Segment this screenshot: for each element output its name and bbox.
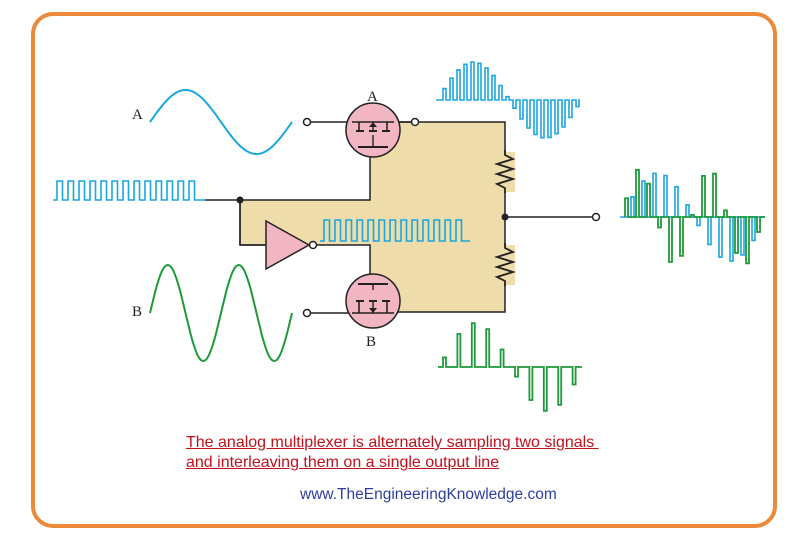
control-square-wave — [53, 180, 205, 201]
control-node — [236, 196, 244, 204]
inverter-gate — [265, 219, 311, 271]
wires — [205, 121, 592, 314]
input-b-terminal — [302, 308, 312, 318]
inverted-control-square-wave — [320, 219, 470, 242]
output-node — [501, 213, 509, 221]
website-url: www.TheEngineeringKnowledge.com — [300, 486, 557, 503]
caption-line-1: The analog multiplexer is alternately sa… — [186, 434, 599, 451]
resistor-bottom — [493, 243, 517, 286]
input-b-label: B — [132, 304, 142, 320]
inverter-bubble — [308, 240, 318, 250]
caption: The analog multiplexer is alternately sa… — [186, 433, 599, 473]
switch-a-label: A — [367, 89, 378, 105]
input-a-terminal — [302, 117, 312, 127]
caption-line-2: and interleaving them on a single output… — [186, 454, 500, 471]
sampled-signal-b-wave — [438, 322, 582, 412]
sampled-signal-a-wave — [436, 61, 580, 139]
resistor-top — [493, 150, 517, 193]
signal-a-sine-wave — [149, 89, 293, 155]
switch-b-label: B — [366, 334, 376, 350]
switch-a — [345, 102, 401, 158]
output-terminal — [591, 212, 601, 222]
signal-b-sine-wave — [149, 263, 293, 363]
input-a-label: A — [132, 107, 143, 123]
switch-b — [345, 273, 401, 329]
output-interleaved-b-wave — [624, 168, 765, 265]
diagram-frame — [31, 12, 777, 528]
switch-a-output-terminal — [410, 117, 420, 127]
